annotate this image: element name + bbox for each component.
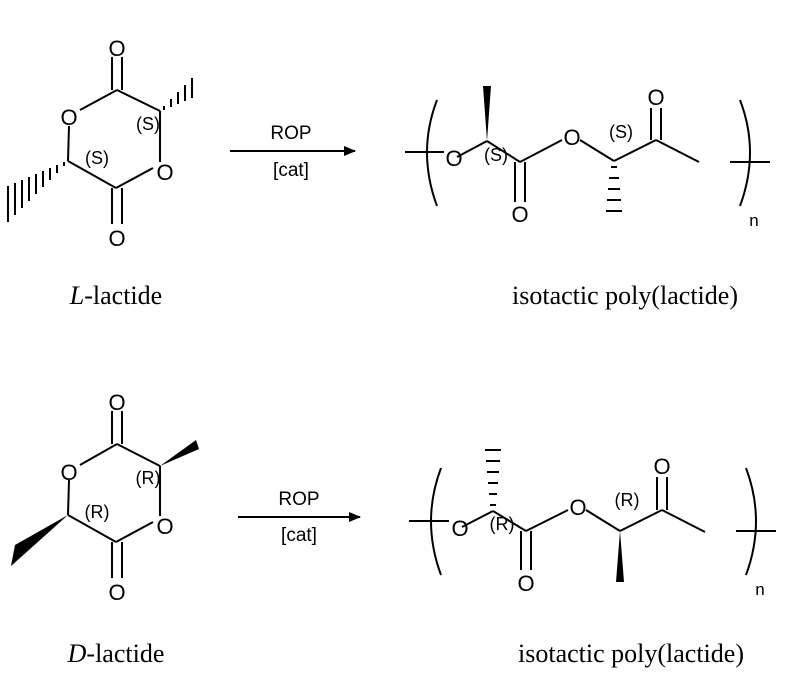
atom-o: O: [563, 125, 580, 150]
atom-o: O: [60, 105, 77, 130]
atom-o: O: [108, 580, 125, 605]
l-lactide-structure: O O O O (S) (S): [7, 36, 193, 251]
stereo-label: (S): [85, 148, 109, 168]
arrow-label-top: ROP: [278, 489, 319, 510]
stereo-label: (R): [615, 490, 640, 510]
atom-o: O: [517, 571, 534, 596]
atom-o: O: [653, 454, 670, 479]
stereo-label: (R): [490, 514, 515, 534]
atom-o: O: [647, 85, 664, 110]
hashed-bond: [7, 162, 65, 222]
left-bracket: [430, 467, 442, 576]
arrow-label-bottom: [cat]: [273, 160, 309, 181]
monomer-name: D-lactide: [67, 639, 165, 668]
repeat-n: n: [749, 211, 758, 230]
reaction-arrow: ROP [cat]: [238, 489, 361, 546]
left-bracket: [426, 99, 438, 207]
stereo-label: (S): [609, 122, 633, 142]
atom-o: O: [511, 202, 528, 227]
hashed-bond: [163, 78, 193, 110]
right-bracket: [745, 467, 757, 576]
poly-lactide-structure: O O O O (R) (R) n: [409, 449, 776, 599]
atom-o: O: [156, 514, 173, 539]
atom-o: O: [60, 460, 77, 485]
stereo-label: (S): [136, 114, 160, 134]
repeat-n: n: [755, 580, 764, 599]
arrow-label-top: ROP: [270, 123, 311, 144]
atom-o: O: [569, 495, 586, 520]
wedge-bond: [483, 86, 491, 141]
product-name: isotactic poly(lactide): [518, 639, 744, 668]
atom-o: O: [108, 36, 125, 61]
d-lactide-structure: O O O O (R) (R): [11, 390, 199, 605]
reaction-arrow: ROP [cat]: [230, 123, 356, 181]
wedge-bond: [11, 515, 68, 566]
atom-o: O: [451, 516, 468, 541]
atom-o: O: [156, 160, 173, 185]
hashed-bond: [485, 449, 501, 506]
wedge-bond: [160, 440, 199, 466]
stereo-label: (R): [85, 502, 110, 522]
hashed-bond: [606, 166, 622, 212]
stereo-label: (S): [484, 145, 508, 165]
monomer-name: L-lactide: [69, 281, 162, 310]
arrow-label-bottom: [cat]: [281, 525, 317, 546]
right-bracket: [739, 99, 751, 207]
atom-o: O: [445, 146, 462, 171]
stereo-label: (R): [136, 468, 161, 488]
atom-o: O: [108, 226, 125, 251]
atom-o: O: [108, 390, 125, 415]
poly-lactide-structure: O O O O (S) (S) n: [405, 85, 770, 230]
wedge-bond: [616, 531, 624, 582]
product-name: isotactic poly(lactide): [512, 281, 738, 310]
